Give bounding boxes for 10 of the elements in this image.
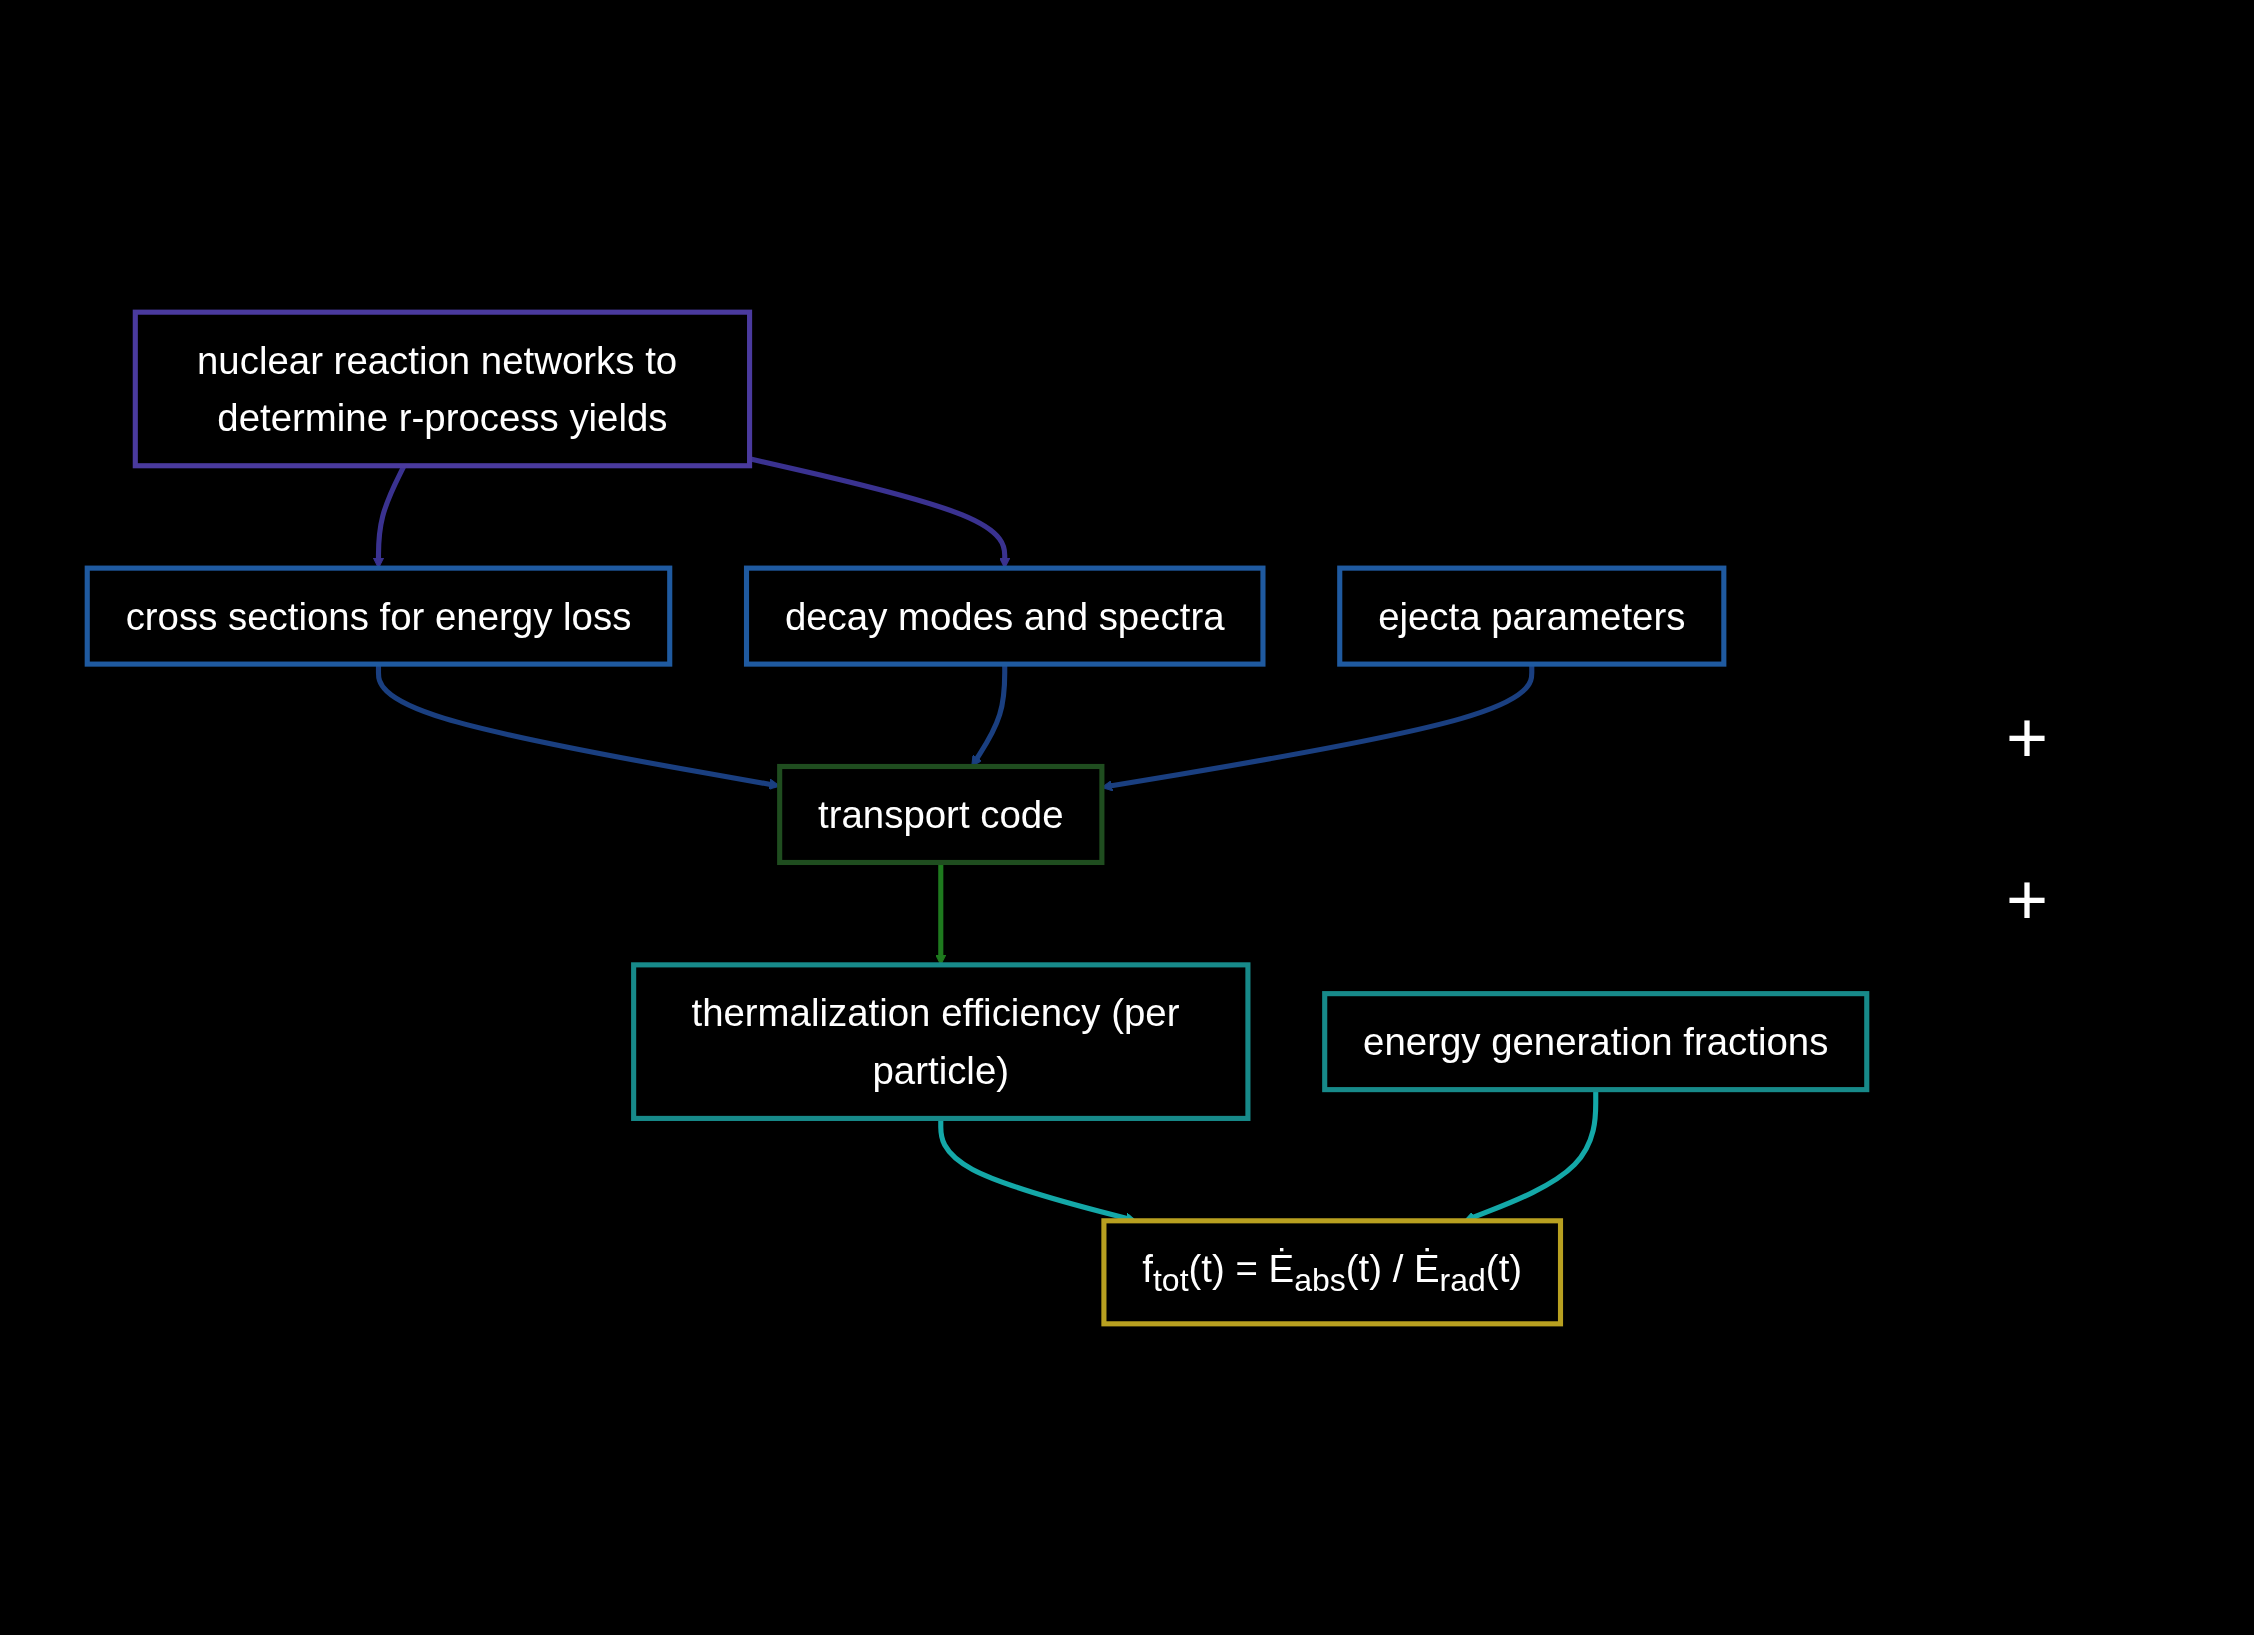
node-box: f$_{tot}$(t) = Ė$_{abs}$(t) / Ė$_{rad}$(t) bbox=[1101, 1217, 1564, 1326]
node-box: energy generation fractions bbox=[1322, 990, 1870, 1092]
node-box: decay modes and spectra bbox=[743, 565, 1266, 667]
plus-sign: + bbox=[2005, 857, 2048, 940]
node-box: thermalization efficiency (per particle) bbox=[631, 961, 1251, 1121]
node-box: cross sections for energy loss bbox=[84, 565, 673, 667]
node-box: transport code bbox=[777, 763, 1105, 865]
node-box: ejecta parameters bbox=[1337, 565, 1727, 667]
node-box: nuclear reaction networks to determine r-process yields bbox=[132, 309, 753, 468]
plus-sign: + bbox=[2005, 695, 2048, 778]
